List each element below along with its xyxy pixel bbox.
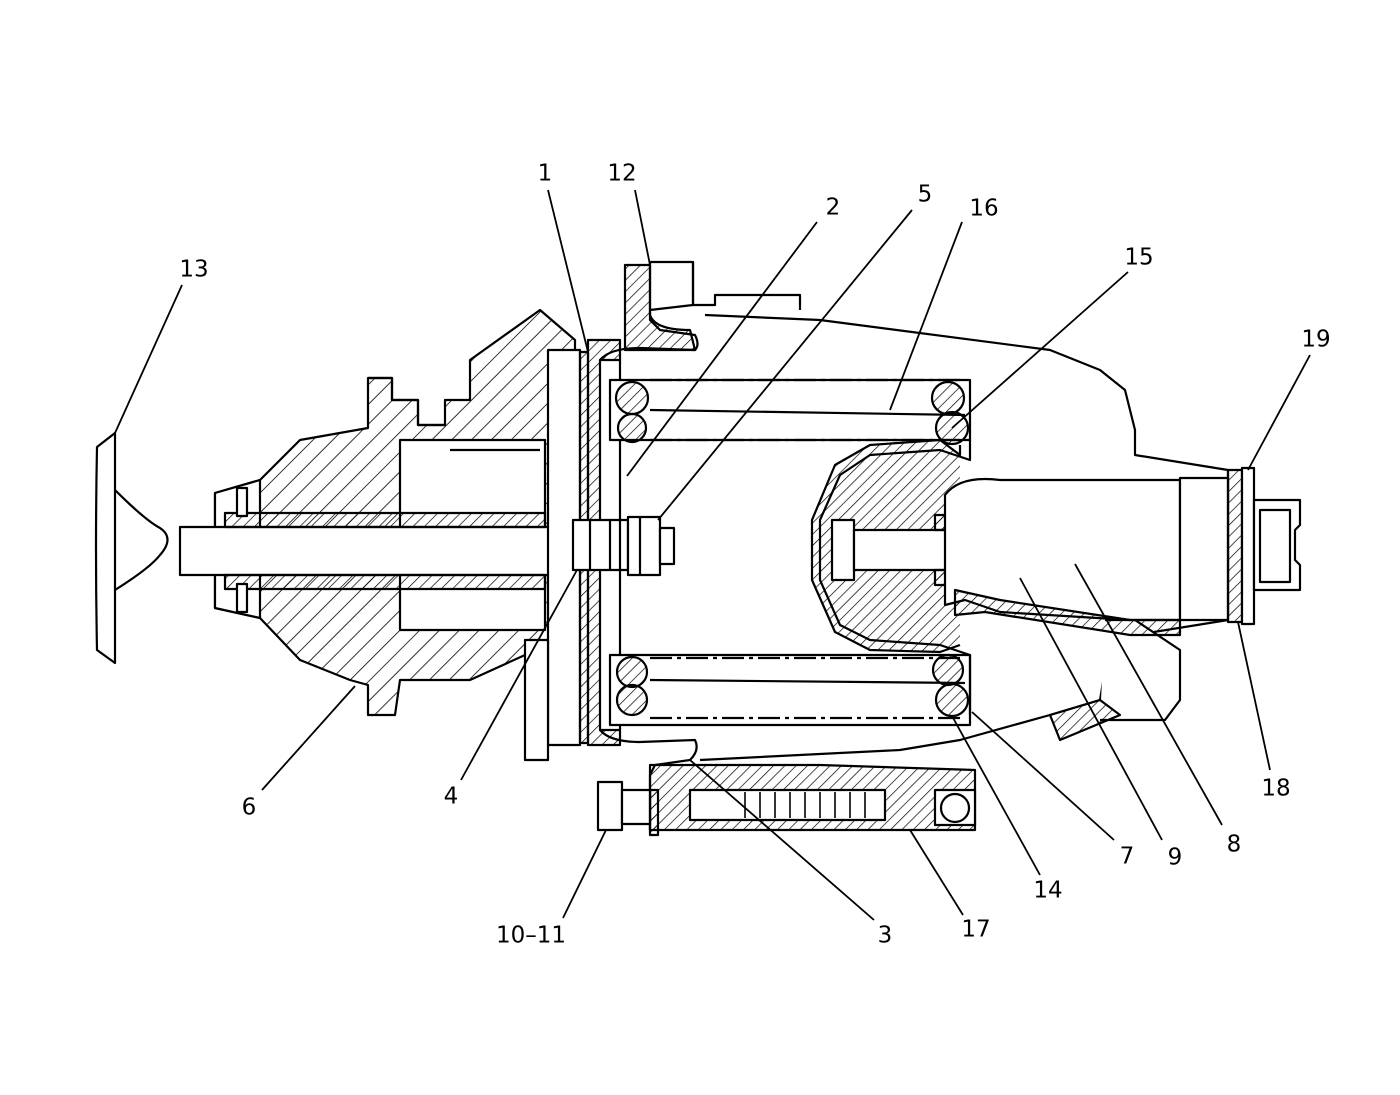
label-16: 16	[969, 195, 999, 222]
label-17: 17	[961, 916, 991, 943]
label-9: 9	[1167, 844, 1183, 871]
label-3: 3	[877, 922, 893, 949]
end-cap-18-19	[943, 466, 1302, 637]
spring-upper-16	[608, 378, 972, 446]
label-19: 19	[1301, 326, 1331, 353]
label-5: 5	[917, 181, 933, 208]
label-10-11: 10–11	[495, 922, 567, 949]
head-flange-13	[94, 431, 169, 665]
label-13: 13	[179, 256, 209, 283]
leader-lines	[114, 189, 1311, 921]
spring-lower-14	[608, 653, 972, 727]
label-15: 15	[1124, 244, 1154, 271]
label-12: 12	[607, 160, 637, 187]
label-7: 7	[1119, 843, 1135, 870]
label-8: 8	[1226, 831, 1242, 858]
label-18: 18	[1261, 775, 1291, 802]
center-nut-4-5	[571, 515, 676, 577]
label-4: 4	[443, 783, 459, 810]
label-14: 14	[1033, 877, 1063, 904]
shaft	[178, 486, 582, 614]
label-6: 6	[241, 794, 257, 821]
label-1: 1	[537, 160, 553, 187]
label-2: 2	[825, 194, 841, 221]
upper-bracket-12	[623, 262, 802, 352]
bottom-clamp-17	[596, 763, 977, 837]
